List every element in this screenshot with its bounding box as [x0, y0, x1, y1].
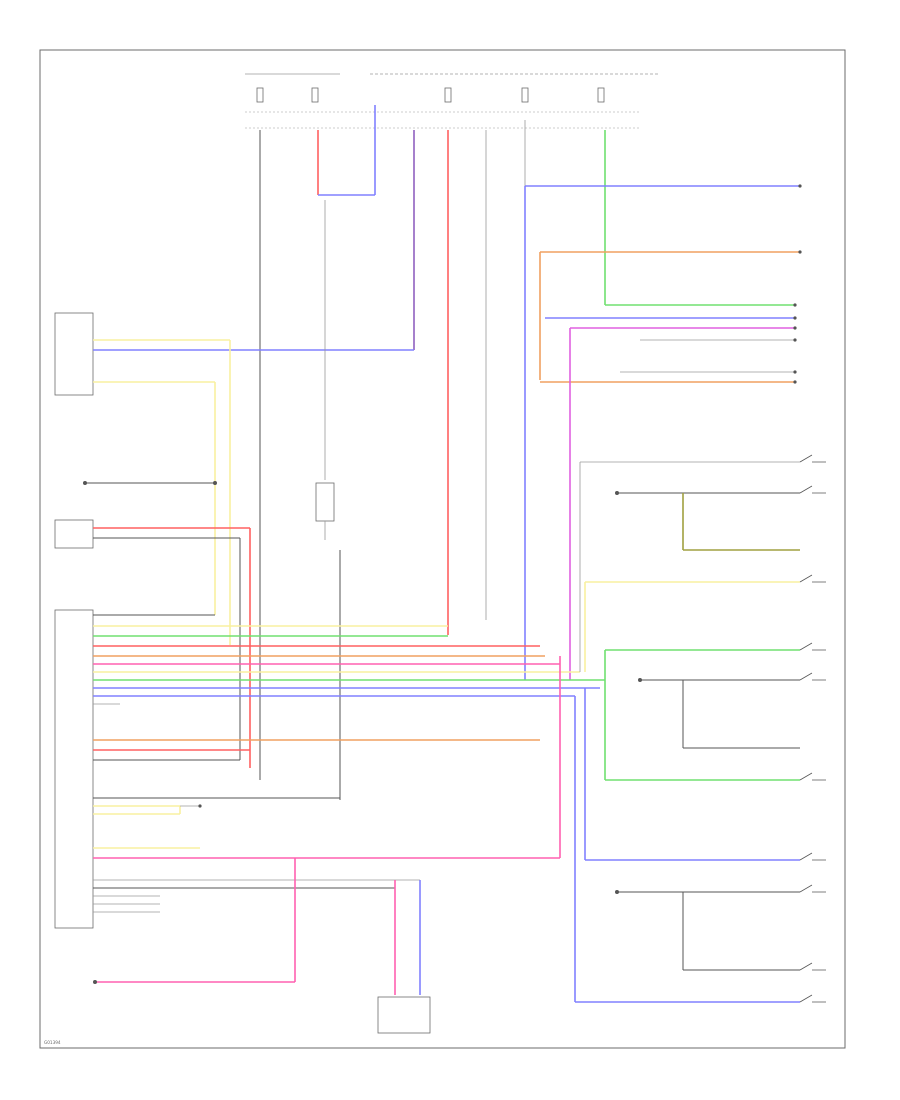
door-switch-symbols — [799, 454, 826, 1003]
fuse-symbols — [256, 87, 605, 103]
right-ground-groups — [615, 491, 800, 971]
diagram-frame — [39, 49, 846, 1049]
diagram-id: G01394 — [44, 1040, 61, 1045]
fuse-block-header — [245, 73, 660, 129]
switch-feed-wires — [559, 461, 800, 1003]
sub-connector-relay — [179, 804, 202, 814]
top-vertical-wires — [259, 105, 606, 780]
right-connector-wires — [524, 185, 800, 680]
left-top-connector — [54, 312, 414, 645]
bottom-module — [377, 880, 431, 1034]
left-middle-connector — [54, 519, 251, 768]
body-control-unit — [54, 609, 605, 929]
center-switch — [315, 200, 341, 800]
bottom-left-wire — [93, 858, 296, 984]
ground-wire — [83, 481, 217, 485]
terminal-dots — [793, 184, 802, 384]
